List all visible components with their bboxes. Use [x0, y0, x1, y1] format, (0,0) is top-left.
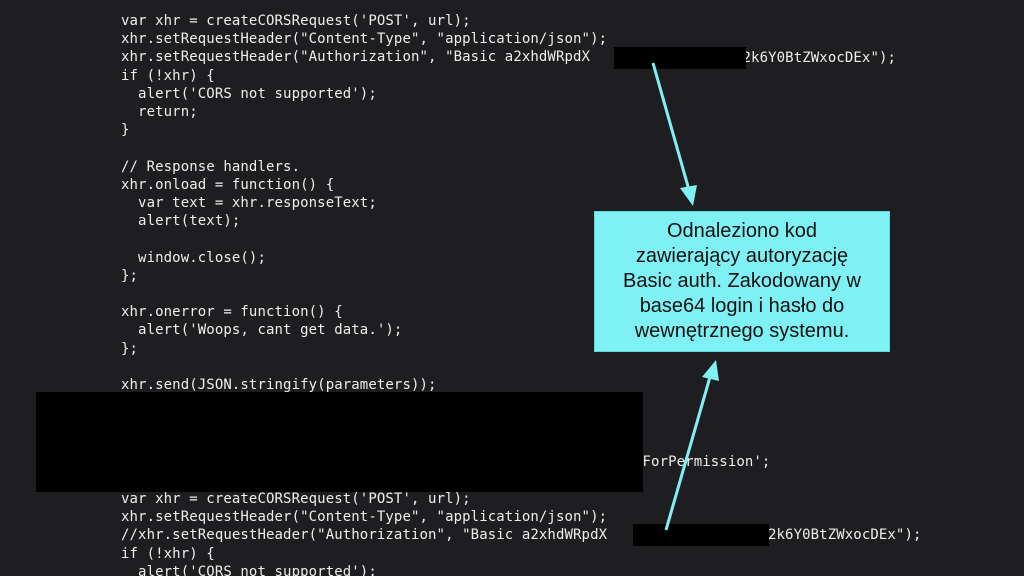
code-line: alert('Woops, cant get data.'); — [121, 322, 403, 339]
arrow-head-up-icon — [702, 360, 719, 381]
code-line: window.close(); — [121, 249, 266, 266]
redaction-block-large — [36, 392, 643, 492]
code-line: return; — [121, 104, 198, 120]
auth-token-suffix-bottom: 2k6Y0BtZWxocDEx"); — [768, 527, 922, 543]
code-line: } — [121, 122, 130, 139]
code-line: var text = xhr.responseText; — [121, 195, 377, 211]
code-line: // Response handlers. — [121, 158, 301, 175]
annotation-callout: Odnaleziono kod zawierający autoryzację … — [594, 211, 890, 352]
code-line: xhr.setRequestHeader("Content-Type", "ap… — [121, 509, 608, 526]
arrow-to-top-token — [651, 62, 691, 191]
auth-token-suffix-top: a2k6Y0BtZWxocDEx"); — [734, 50, 897, 66]
callout-line: base64 login i hasło do — [639, 295, 845, 317]
code-line: if (!xhr) { — [121, 545, 215, 562]
code-line: }; — [121, 267, 139, 284]
code-line: alert(text); — [121, 213, 241, 230]
code-line: if (!xhr) { — [121, 67, 215, 84]
code-line: xhr.onload = function() { — [121, 176, 335, 193]
code-line: alert('CORS not supported'); — [121, 85, 377, 102]
callout-line: Odnaleziono kod — [666, 220, 818, 242]
code-line: xhr.send(JSON.stringify(parameters)); — [121, 377, 437, 393]
code-line: }; — [121, 340, 139, 357]
arrow-head-down-icon — [680, 185, 697, 206]
code-line: alert('CORS not supported'); — [121, 563, 377, 576]
code-line: xhr.setRequestHeader("Content-Type", "ap… — [121, 31, 608, 48]
code-fragment-permission: rForPermission'; — [634, 454, 771, 470]
code-line: //xhr.setRequestHeader("Authorization", … — [121, 527, 608, 544]
redaction-token-top — [614, 47, 746, 69]
code-line: var xhr = createCORSRequest('POST', url)… — [121, 13, 471, 29]
callout-line: wewnętrznego systemu. — [634, 320, 850, 342]
redaction-token-bottom — [633, 524, 769, 546]
callout-line: zawierający autoryzację — [635, 245, 849, 267]
code-line: var xhr = createCORSRequest('POST', url)… — [121, 491, 471, 507]
code-line: xhr.setRequestHeader("Authorization", "B… — [121, 49, 591, 66]
code-line: xhr.onerror = function() { — [121, 304, 343, 321]
callout-line: Basic auth. Zakodowany w — [623, 270, 861, 292]
